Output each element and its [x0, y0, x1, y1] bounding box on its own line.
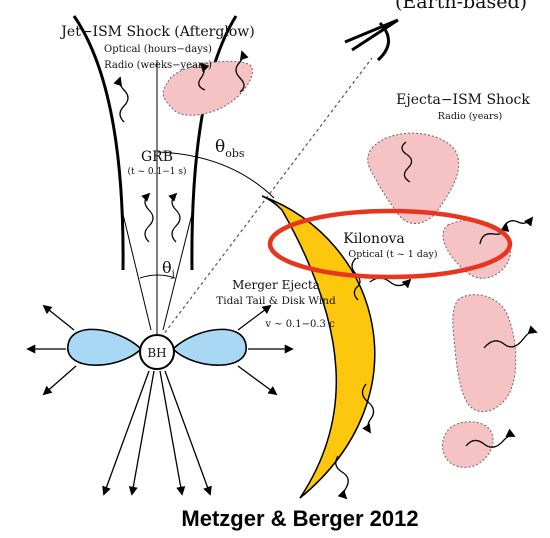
jet-shock-title: Jet−ISM Shock (Afterglow): [59, 24, 254, 40]
black-hole-label: BH: [147, 346, 166, 360]
kilonova-title: Kilonova: [343, 231, 405, 247]
merger-ejecta-velocity: v ~ 0.1−0.3 c: [264, 319, 335, 330]
jet-shock-optical: Optical (hours−days): [104, 44, 212, 55]
jet-shock-radio: Radio (weeks−years): [104, 60, 212, 71]
ejecta-shock-radio: Radio (years): [438, 111, 502, 122]
theta-j-label: θj: [162, 258, 175, 280]
ejecta-shock-blob-3: [453, 295, 516, 412]
observer-eye-icon: [345, 20, 398, 60]
top-fragment-text: (Earth-based): [395, 0, 527, 13]
merger-ejecta-subtitle: Tidal Tail & Disk Wind: [216, 295, 336, 307]
merger-ejecta-title: Merger Ejecta: [232, 278, 320, 292]
kilonova-optical: Optical (t ~ 1 day): [348, 249, 437, 260]
grb-timescale: (t ~ 0.1−1 s): [128, 166, 187, 177]
disk-lobe-left: [68, 329, 140, 365]
disk-lobe-right: [174, 329, 246, 365]
citation-caption: Metzger & Berger 2012: [181, 506, 418, 531]
ejecta-shock-title: Ejecta−ISM Shock: [396, 92, 530, 108]
theta-obs-label: θobs: [215, 137, 245, 160]
grb-label: GRB: [141, 149, 173, 165]
